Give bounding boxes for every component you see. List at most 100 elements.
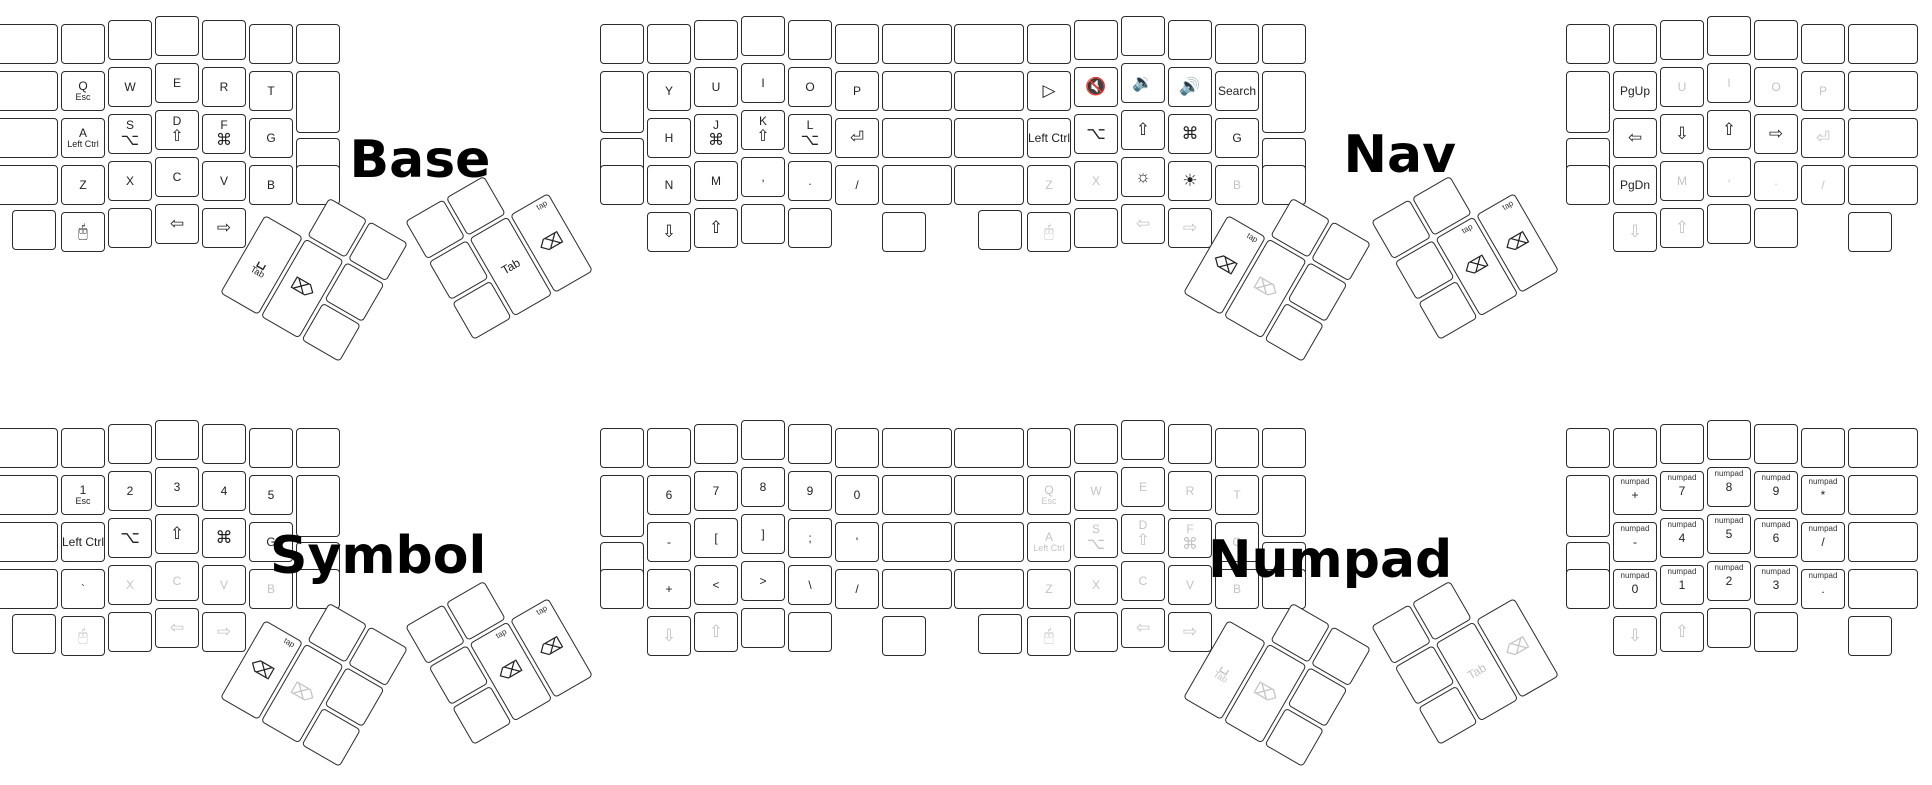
key-e: E (1121, 467, 1165, 507)
key-x: X (108, 161, 152, 201)
key-g: G (1215, 522, 1259, 562)
key-label: 2 (126, 483, 134, 498)
key-blank (1707, 420, 1751, 460)
key-blank (1027, 428, 1071, 468)
key-label: ⌫ (536, 633, 567, 662)
key-sublabel: ⌘ (1182, 535, 1198, 553)
key-x: X (1074, 161, 1118, 201)
key-blank (249, 428, 293, 468)
key-label: ⌫ (1502, 228, 1533, 257)
key-label: 0 (853, 487, 861, 502)
numpad-tag: numpad (1808, 477, 1838, 486)
key-label: PgUp (1619, 83, 1651, 98)
key-blank: ⇦ (155, 608, 199, 648)
key-label: ⇩ (1627, 625, 1643, 645)
key-blank (1660, 424, 1704, 464)
key-blank (1613, 428, 1657, 468)
key-blank: ⏎ (835, 118, 879, 158)
key-blank (0, 475, 58, 515)
key-blank (954, 522, 1024, 562)
numpad-tag: numpad (1620, 477, 1650, 486)
key-blank: ⇩ (1613, 212, 1657, 252)
key-blank (1074, 612, 1118, 652)
key-blank: ▷ (1027, 71, 1071, 111)
layer-title-base: Base (349, 130, 491, 190)
key-blank (882, 118, 952, 158)
key-2: 2 (108, 471, 152, 511)
key-label: M (1677, 173, 1687, 188)
key-4: 4 (202, 471, 246, 511)
key-label: C (1138, 573, 1148, 588)
key-sublabel: Left Ctrl (1033, 542, 1065, 553)
key-0: 0 (835, 475, 879, 515)
key-blank (882, 71, 952, 111)
key-blank (882, 165, 952, 205)
key-blank (882, 212, 926, 252)
key-blank (835, 428, 879, 468)
key-r: R (1168, 471, 1212, 511)
key-label: / (1821, 177, 1825, 192)
key-blank: 🔇 (1074, 67, 1118, 107)
key-label: ⇧ (1674, 621, 1690, 641)
key-blank (1262, 24, 1306, 64)
key-blank: ⌥ (108, 518, 152, 558)
key-blank (600, 24, 644, 64)
key-blank: ⏎ (1801, 118, 1845, 158)
key-blank: + (647, 569, 691, 609)
key-blank (1848, 522, 1918, 562)
key-label: * (1820, 487, 1826, 502)
key-label: G (1232, 130, 1242, 145)
key-t: T (249, 71, 293, 111)
key-label: W (124, 79, 136, 94)
key-blank (1707, 16, 1751, 56)
key-label: S (1091, 521, 1100, 536)
key-blank: ⌘ (202, 518, 246, 558)
key-label: 9 (1772, 483, 1780, 498)
key-label: T (1233, 487, 1241, 502)
key-label: ] (761, 526, 765, 541)
key-blank (694, 424, 738, 464)
key-blank (108, 208, 152, 248)
key-label: ⇦ (1135, 213, 1151, 233)
key-blank: 🖰 (1027, 616, 1071, 656)
key-c: C (1121, 561, 1165, 601)
key-blank (600, 475, 644, 537)
numpad-tag: numpad (1714, 469, 1744, 478)
key-label: J (713, 117, 719, 132)
key-blank (1027, 24, 1071, 64)
key-blank (835, 24, 879, 64)
key-label: 5 (267, 487, 275, 502)
key-v: V (1168, 565, 1212, 605)
key-blank: ⇨ (1168, 612, 1212, 652)
key-g: G (1215, 118, 1259, 158)
key-blank (1660, 20, 1704, 60)
key-blank: 🔉 (1121, 63, 1165, 103)
key-l: L⌥ (788, 114, 832, 154)
key-blank (12, 614, 56, 654)
key-blank (1801, 24, 1845, 64)
key-blank: ⇦ (1121, 608, 1165, 648)
key-label: ⇩ (661, 221, 677, 241)
key-b: B (249, 569, 293, 609)
key-blank: [ (694, 518, 738, 558)
key-label: ⇨ (216, 621, 232, 641)
key-blank (1262, 428, 1306, 468)
key-label: ⌦ (287, 273, 318, 303)
key-blank (296, 165, 340, 205)
key-label: F (220, 117, 228, 132)
key-label: Tab (498, 255, 523, 277)
key-label: ⇦ (1627, 127, 1643, 147)
key-9: 9 (788, 471, 832, 511)
key-blank: ⌘ (1168, 114, 1212, 154)
key-label: C (172, 573, 182, 588)
key-label: S (125, 117, 134, 132)
key-blank (741, 16, 785, 56)
key-blank (0, 165, 58, 205)
